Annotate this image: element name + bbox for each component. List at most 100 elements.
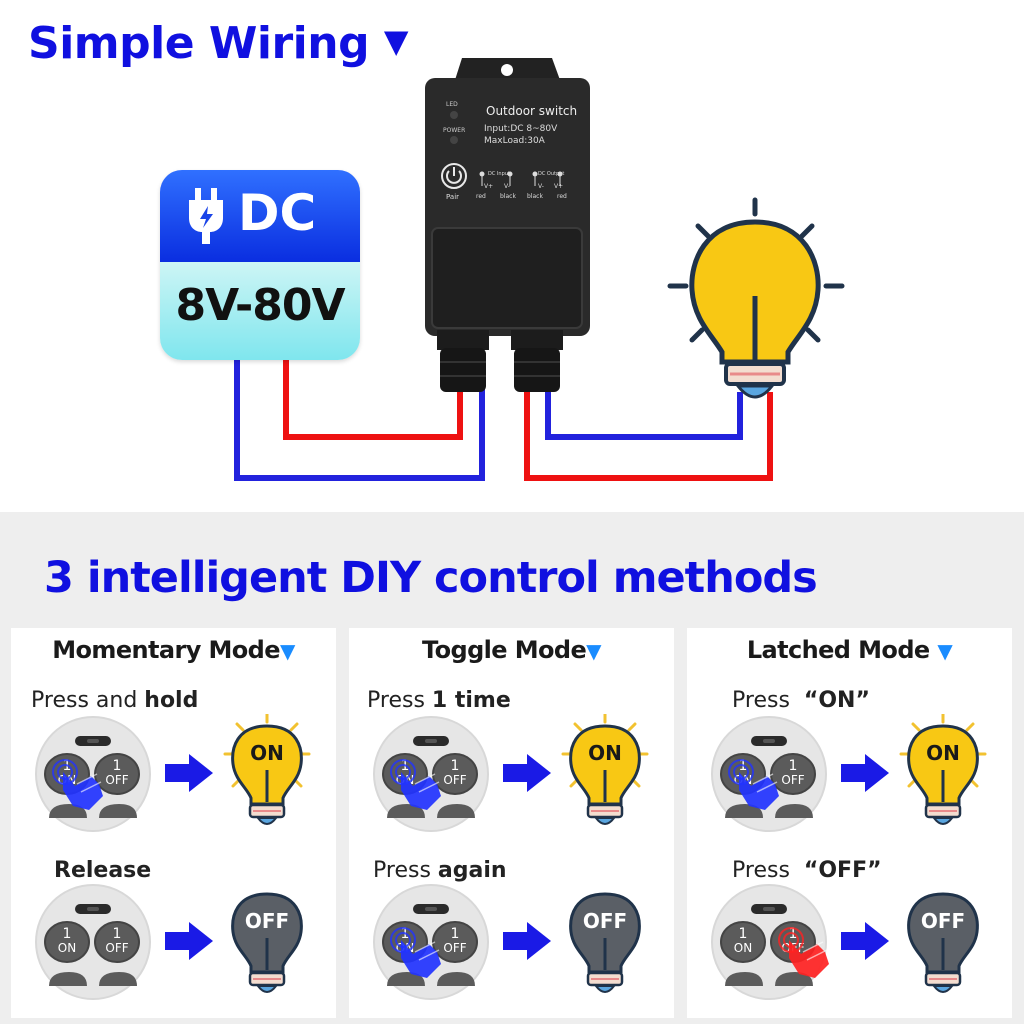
bulb-state-label: OFF	[245, 909, 289, 933]
bulb-state-label: OFF	[583, 909, 627, 933]
triangle-down-icon: ▼	[586, 639, 601, 663]
output-positive-wire	[524, 392, 773, 481]
pointing-hand-icon	[390, 927, 441, 978]
key-number: 1	[739, 926, 748, 942]
dc-label: DC	[238, 184, 317, 242]
on-key	[44, 921, 90, 963]
step2-bold: Release	[54, 858, 152, 883]
bulb-state-label: ON	[250, 741, 284, 765]
lower-key	[387, 972, 425, 986]
pair-label: Pair	[446, 193, 459, 201]
key-number: 1	[63, 926, 72, 942]
lower-key	[775, 972, 813, 986]
bulb-off-icon: OFF	[569, 892, 641, 993]
wiring-title-text: Simple Wiring	[28, 18, 370, 69]
key-off-label: OFF	[105, 773, 128, 787]
key-off-label: OFF	[105, 941, 128, 955]
key-number: 1	[789, 758, 798, 774]
key-number: 1	[451, 758, 460, 774]
pointing-hand-icon	[778, 927, 829, 978]
voltage-range: 8V-80V	[175, 280, 345, 331]
right-arrow-icon	[165, 754, 213, 792]
lower-key	[49, 804, 87, 818]
step1-bold: 1 time	[431, 688, 511, 713]
terminal-black-in: black	[500, 193, 516, 200]
bulb-state-label: ON	[926, 741, 960, 765]
terminal-black-out: black	[527, 193, 543, 200]
bulb-off-icon: OFF	[231, 892, 303, 993]
right-arrow-icon	[841, 922, 889, 960]
step2-caption: Press again	[373, 858, 507, 883]
step1-text: Press and	[31, 688, 145, 713]
lower-key	[775, 804, 813, 818]
wiring-title: Simple Wiring ▼	[28, 18, 409, 69]
step2-bold: again	[437, 858, 507, 883]
step2-caption: Release	[54, 858, 151, 883]
terminal-red-out: red	[557, 193, 567, 200]
lower-key	[49, 972, 87, 986]
control-methods-title: 3 intelligent DIY control methods	[44, 553, 818, 603]
off-key	[432, 753, 478, 795]
input-negative-wire	[234, 355, 485, 481]
lower-key	[725, 804, 763, 818]
key-number: 1	[113, 926, 122, 942]
mode-title-text: Momentary Mode	[52, 636, 280, 664]
key-on-label: ON	[734, 941, 752, 955]
step2-caption: Press “OFF”	[732, 858, 882, 883]
step1-bold: “ON”	[803, 688, 870, 713]
key-off-label: OFF	[443, 773, 466, 787]
lower-key	[437, 804, 475, 818]
key-number: 1	[451, 926, 460, 942]
step1-text: Press	[732, 688, 804, 713]
step1-caption: Press “ON”	[732, 688, 870, 713]
dc-input-label: DC Input	[488, 171, 510, 177]
right-arrow-icon	[841, 754, 889, 792]
output-negative-wire	[545, 392, 743, 440]
off-key	[94, 921, 140, 963]
dc-badge-top: DC	[160, 170, 360, 262]
triangle-down-icon: ▼	[937, 639, 953, 663]
triangle-down-icon: ▼	[383, 22, 409, 60]
key-on-label: ON	[58, 941, 76, 955]
off-key	[432, 921, 478, 963]
mode-title: Latched Mode ▼	[687, 636, 1012, 664]
pointing-hand-icon	[52, 759, 103, 810]
lower-key	[99, 972, 137, 986]
dc-power-badge: DC 8V-80V	[160, 170, 360, 360]
step2-text: Press	[732, 858, 804, 883]
mode-title: Toggle Mode▼	[349, 636, 674, 664]
lower-key	[99, 804, 137, 818]
bulb-on-icon: ON	[223, 714, 311, 825]
terminal-red-in: red	[476, 193, 486, 200]
lower-key	[437, 972, 475, 986]
terminal-v-minus-in: V-	[504, 183, 510, 190]
right-arrow-icon	[503, 922, 551, 960]
light-bulb-icon	[667, 197, 845, 399]
bulb-state-label: ON	[588, 741, 622, 765]
bulb-on-icon: ON	[561, 714, 649, 825]
step2-text: Press	[373, 858, 438, 883]
pointing-hand-icon	[728, 759, 779, 810]
mode-title-text: Latched Mode	[746, 636, 930, 664]
device-input-spec: Input:DC 8~80V	[484, 124, 558, 134]
step1-text: Press	[367, 688, 432, 713]
key-number: 1	[113, 758, 122, 774]
terminal-v-minus-out: V-	[538, 183, 544, 190]
dc-output-label: DC Output	[538, 171, 564, 177]
bulb-on-icon: ON	[899, 714, 987, 825]
led-label: LED	[446, 101, 458, 108]
step1-caption: Press and hold	[31, 688, 198, 713]
device-name: Outdoor switch	[486, 104, 577, 118]
off-key	[770, 753, 816, 795]
mode-title: Momentary Mode▼	[11, 636, 336, 664]
right-arrow-icon	[503, 754, 551, 792]
triangle-down-icon: ▼	[279, 639, 295, 663]
input-positive-wire	[283, 355, 463, 440]
